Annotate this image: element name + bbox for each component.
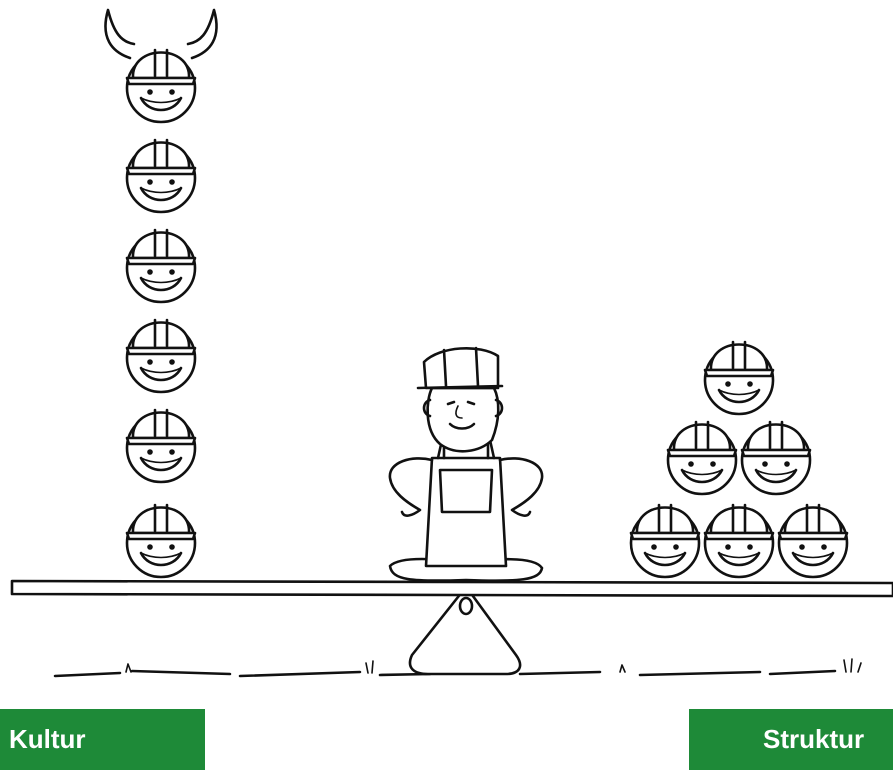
- left-smiley-stack: [104, 8, 218, 579]
- label-struktur: Struktur: [689, 709, 893, 770]
- viking-horn-right-icon: [186, 8, 218, 60]
- worker-figure: [388, 346, 544, 582]
- seesaw-plank: [10, 579, 893, 598]
- viking-horn-left-icon: [104, 8, 136, 60]
- label-kultur: Kultur: [0, 709, 205, 770]
- ground-line: [53, 658, 862, 678]
- seesaw-fulcrum: [408, 590, 522, 676]
- right-smiley-pyramid: [629, 340, 849, 579]
